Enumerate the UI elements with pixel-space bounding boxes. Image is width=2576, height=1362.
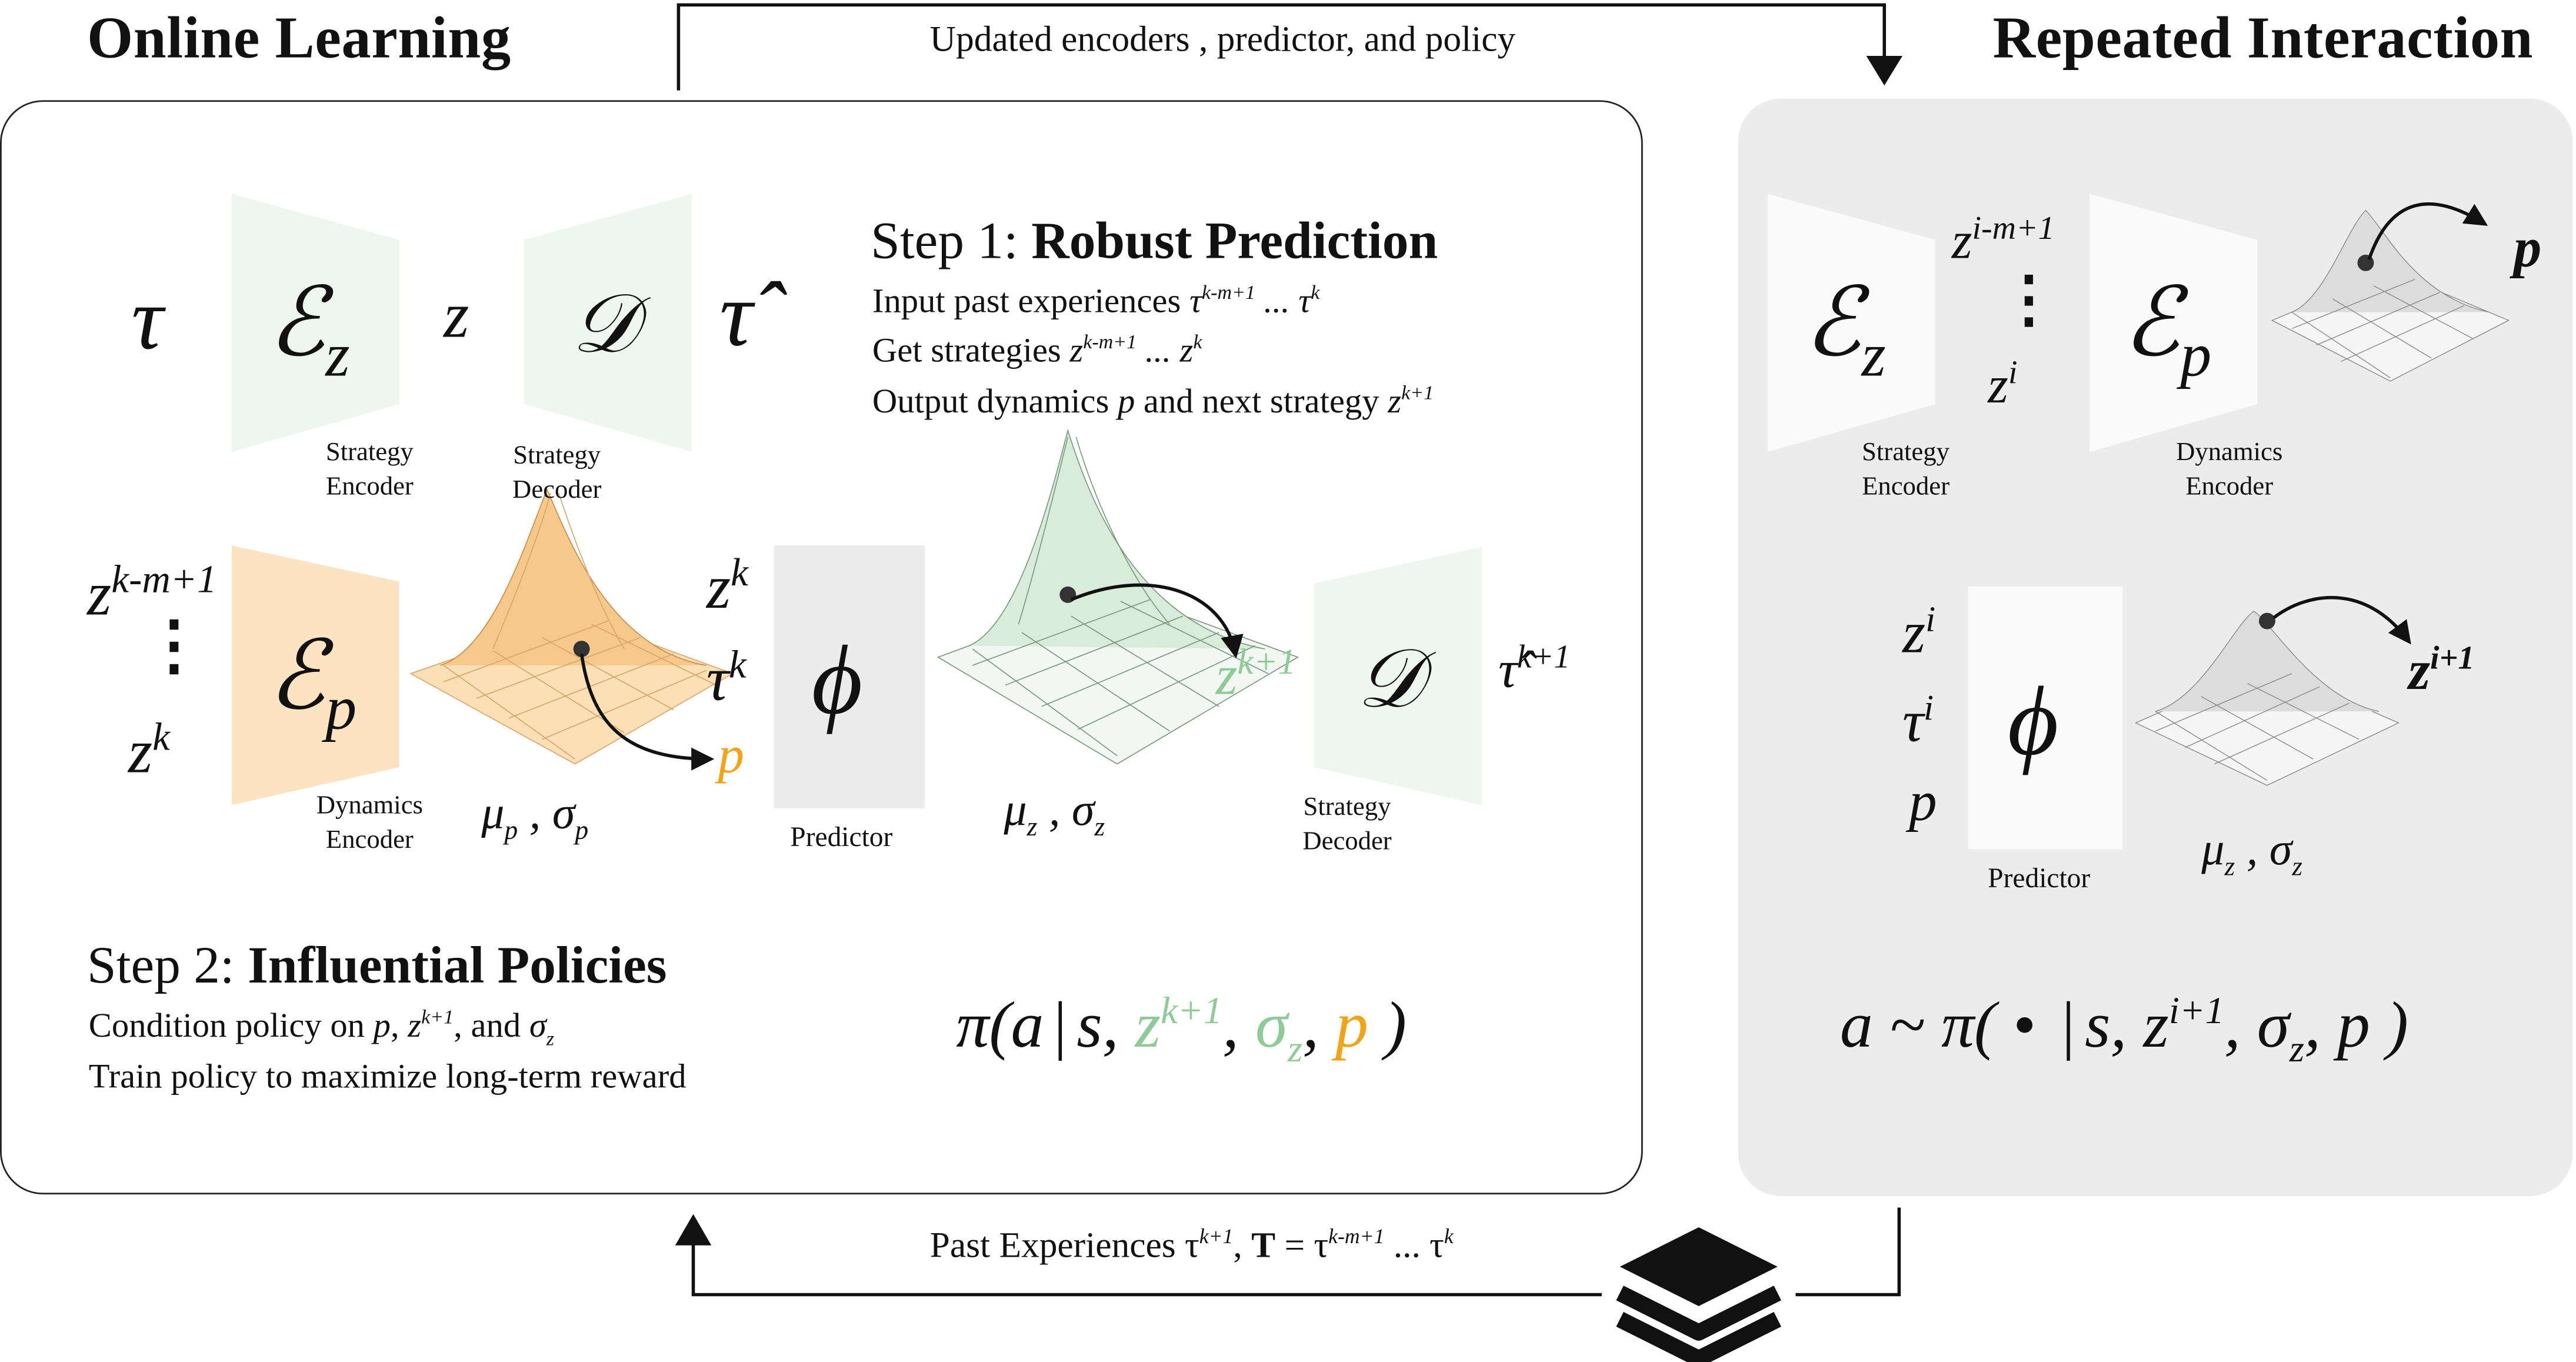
bottom-arrow-head	[675, 1214, 712, 1246]
step2-line2: Train policy to maximize long-term rewar…	[88, 1056, 687, 1096]
dyn-input-z-bottom: zk	[128, 717, 170, 787]
strategy-encoder-symbol: ℰz	[268, 269, 350, 391]
predictor-label-right: Predictor	[1988, 863, 2091, 894]
right-mu-sigma-z: μz , σz	[2201, 824, 2303, 882]
mu-sigma-z-left: μz , σz	[1004, 785, 1105, 842]
strategy-decoder-mid-symbol: 𝒟	[1357, 632, 1423, 725]
top-arrow-head	[1866, 55, 1902, 86]
tau-hat-output: τ̂	[719, 264, 753, 367]
bottom-arrow-label: Past Experiences τk+1, T = τk-m+1 ... τk	[929, 1224, 1454, 1266]
predictor-input-z: zk	[706, 552, 748, 623]
next-strategy-z: zk+1	[1215, 641, 1297, 707]
right-z-top: zi-m+1	[1951, 210, 2055, 269]
predictor-input-tau: τk	[706, 644, 747, 715]
green-sample-point	[1059, 586, 1077, 603]
predictor-input-p: p	[718, 724, 745, 784]
step1-heading: Step 1: Robust Prediction	[871, 210, 1438, 269]
dyn-input-z-top: zk-m+1	[87, 559, 217, 630]
right-mid-sample-point	[2258, 612, 2275, 630]
right-top-surface	[2271, 209, 2510, 382]
right-strategy-encoder-shape	[1767, 194, 1935, 452]
right-predictor-input-z: zi	[1902, 598, 1936, 665]
green-arrow	[1070, 583, 1244, 659]
repeated-interaction-title: Repeated Interaction	[1992, 5, 2534, 71]
right-z-bottom: zi	[1988, 355, 2018, 414]
predictor-left-shape	[774, 545, 925, 808]
orange-sample-point	[573, 641, 590, 657]
bottom-arrow-line-right	[1795, 1207, 1901, 1297]
right-strategy-encoder-symbol: ℰz	[1804, 269, 1886, 391]
orange-arrow	[579, 654, 715, 771]
tau-input: τ	[131, 269, 164, 368]
strategy-decoder-symbol: 𝒟	[571, 277, 638, 370]
policy-right-equation: a ~ π( • |s, zi+1, σz, p )	[1839, 987, 2408, 1071]
bottom-arrow-line-left	[691, 1242, 1602, 1297]
green-surface	[937, 428, 1299, 765]
dynamics-encoder-symbol: ℰp	[268, 622, 357, 744]
right-dynamics-encoder-shape	[2090, 194, 2258, 452]
predictor-right-shape	[1968, 586, 2123, 850]
top-arrow-label: Updated encoders , predictor, and policy	[929, 18, 1516, 59]
right-predictor-input-tau: τi	[1902, 687, 1934, 754]
right-p-output: p	[2513, 218, 2542, 279]
strategy-encoder-shape	[231, 194, 399, 452]
top-arrow-line	[677, 3, 1887, 91]
strategy-decoder-shape	[524, 194, 692, 452]
step1-line1: Input past experiences τk-m+1 ... τk	[872, 281, 1320, 321]
right-vdots: ⋮	[1997, 266, 2061, 335]
step1-line3: Output dynamics p and next strategy zk+1	[872, 381, 1434, 421]
latent-z: z	[444, 277, 469, 352]
predictor-phi-right: ϕ	[2007, 667, 2059, 776]
right-predictor-input-p: p	[1909, 772, 1937, 833]
dynamics-encoder-shape	[231, 545, 399, 805]
right-mid-surface	[2134, 610, 2400, 786]
right-z-next: zi+1	[2408, 641, 2475, 702]
predictor-phi-left: ϕ	[811, 625, 863, 735]
strategy-decoder-mid-shape	[1314, 547, 1482, 805]
online-learning-title: Online Learning	[87, 5, 511, 71]
policy-left-equation: π(a|s, zk+1, σz, p )	[956, 987, 1407, 1071]
step2-line1: Condition policy on p, zk+1, and σz	[88, 1005, 555, 1050]
mu-sigma-p: μp , σp	[481, 788, 589, 846]
step2-heading: Step 2: Influential Policies	[87, 934, 667, 994]
layers-stack-icon	[1616, 1227, 1781, 1362]
step1-line2: Get strategies zk-m+1 ... zk	[872, 330, 1202, 370]
dyn-input-vdots: ⋮	[141, 608, 207, 682]
tau-hat-next: τ̂k+1	[1498, 639, 1571, 698]
right-dynamics-encoder-symbol: ℰp	[2122, 269, 2212, 391]
right-mid-arrow	[2272, 595, 2411, 645]
right-top-arrow	[2367, 202, 2488, 261]
orange-surface	[409, 488, 734, 765]
predictor-label-left: Predictor	[790, 821, 893, 853]
